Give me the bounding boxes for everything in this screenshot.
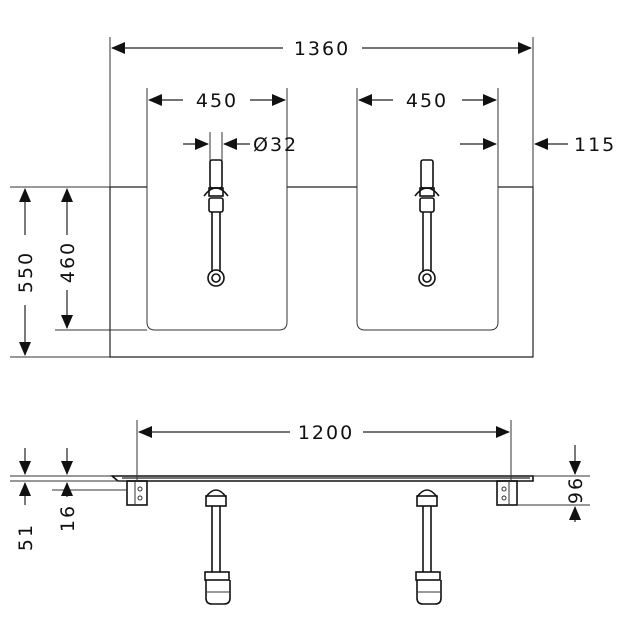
basin-right: [356, 187, 499, 331]
top-view: 1360 450 450 Ø32: [10, 37, 616, 358]
basin-left: [146, 187, 288, 331]
dim-top-thickness-label: 16: [57, 504, 79, 532]
dim-outer-depth: 550: [15, 188, 37, 356]
countertop-slab: [109, 475, 534, 482]
dim-basin-right-label: 450: [406, 90, 448, 112]
front-view: 1200 96 51 16: [10, 420, 590, 605]
tap-right: [414, 159, 440, 287]
dim-outer-depth-label: 550: [15, 251, 37, 293]
dim-basin-right-width: 450: [358, 90, 497, 112]
dim-edge-offset-label: 115: [574, 134, 616, 156]
dim-bracket-height: 96: [565, 445, 587, 522]
dim-diameter-label: Ø32: [253, 134, 298, 156]
dim-basin-left-label: 450: [196, 90, 238, 112]
dim-bracket-height-label: 96: [565, 476, 587, 504]
dim-support-width-label: 1200: [298, 422, 354, 444]
bracket-left: [126, 480, 148, 506]
trap-left: [204, 489, 231, 605]
bracket-right: [496, 480, 518, 506]
dim-total-width: 1360: [111, 38, 532, 60]
dim-total-width-label: 1360: [294, 38, 350, 60]
dim-edge-offset: 115: [460, 132, 616, 187]
dim-inner-depth: 460: [57, 188, 79, 329]
dim-side-height: 51: [15, 448, 37, 551]
dim-side-height-label: 51: [15, 523, 37, 551]
trap-right: [415, 489, 442, 605]
dim-inner-depth-label: 460: [57, 241, 79, 283]
dim-top-thickness: 16: [57, 448, 79, 532]
countertop-outline: [109, 186, 534, 358]
tap-left: [203, 159, 229, 287]
dim-basin-left-width: 450: [148, 90, 286, 112]
dim-diameter: Ø32: [183, 132, 298, 187]
dim-support-width: 1200: [138, 422, 510, 444]
